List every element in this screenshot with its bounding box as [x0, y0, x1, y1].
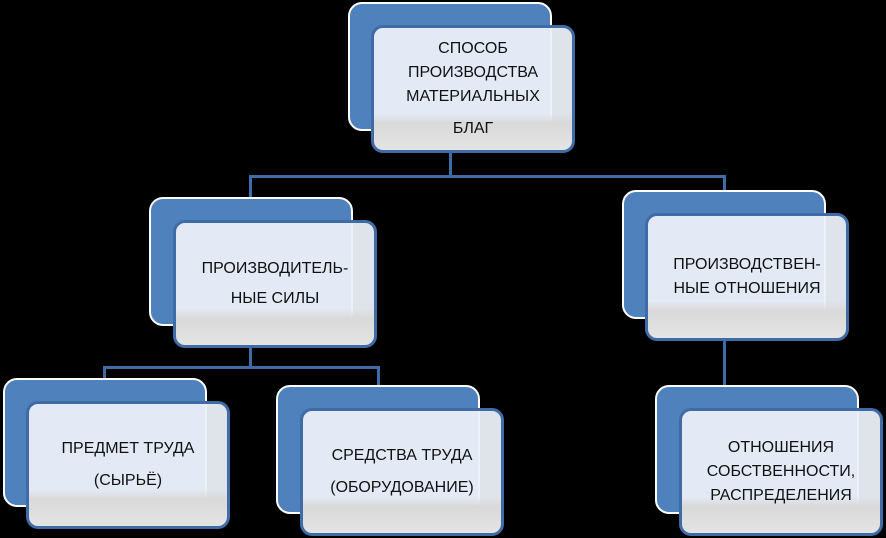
- means-of-labor-node: СРЕДСТВА ТРУДА (ОБОРУДОВАНИЕ): [300, 408, 504, 536]
- node-text: ПРОИЗВОДСТВЕН-: [673, 256, 821, 273]
- node-text: СОБСТВЕННОСТИ,: [706, 463, 856, 480]
- production-relations-node: ПРОИЗВОДСТВЕН- НЫЕ ОТНОШЕНИЯ: [645, 213, 849, 341]
- connector: [249, 175, 726, 178]
- node-text: БЛАГ: [452, 120, 494, 137]
- ownership-relations-node: ОТНОШЕНИЯ СОБСТВЕННОСТИ, РАСПРЕДЕЛЕНИЯ: [679, 408, 883, 536]
- node-text: (ОБОРУДОВАНИЕ): [330, 479, 474, 496]
- connector: [103, 366, 106, 380]
- connector: [449, 150, 452, 178]
- node-text: НЫЕ СИЛЫ: [230, 290, 320, 307]
- node-text: ПРОИЗВОДИТЕЛЬ-: [201, 260, 349, 277]
- node-text: (СЫРЬЁ): [93, 472, 163, 489]
- root-node: СПОСОБ ПРОИЗВОДСТВА МАТЕРИАЛЬНЫХ БЛАГ: [371, 25, 575, 153]
- connector: [249, 345, 252, 368]
- object-of-labor-node: ПРЕДМЕТ ТРУДА (СЫРЬЁ): [26, 401, 230, 529]
- node-text: РАСПРЕДЕЛЕНИЯ: [710, 487, 852, 504]
- node-text: МАТЕРИАЛЬНЫХ: [406, 88, 540, 105]
- node-text: ОТНОШЕНИЯ: [727, 439, 835, 456]
- connector: [377, 366, 380, 387]
- connector: [723, 175, 726, 192]
- productive-forces-node: ПРОИЗВОДИТЕЛЬ- НЫЕ СИЛЫ: [173, 220, 377, 348]
- connector: [103, 366, 380, 369]
- node-text: НЫЕ ОТНОШЕНИЯ: [673, 280, 821, 297]
- connector: [249, 175, 252, 200]
- connector: [723, 340, 726, 387]
- node-text: ПРЕДМЕТ ТРУДА: [61, 440, 195, 457]
- node-text: ПРОИЗВОДСТВА: [407, 64, 539, 81]
- node-text: СПОСОБ: [438, 40, 508, 57]
- node-text: СРЕДСТВА ТРУДА: [331, 447, 473, 464]
